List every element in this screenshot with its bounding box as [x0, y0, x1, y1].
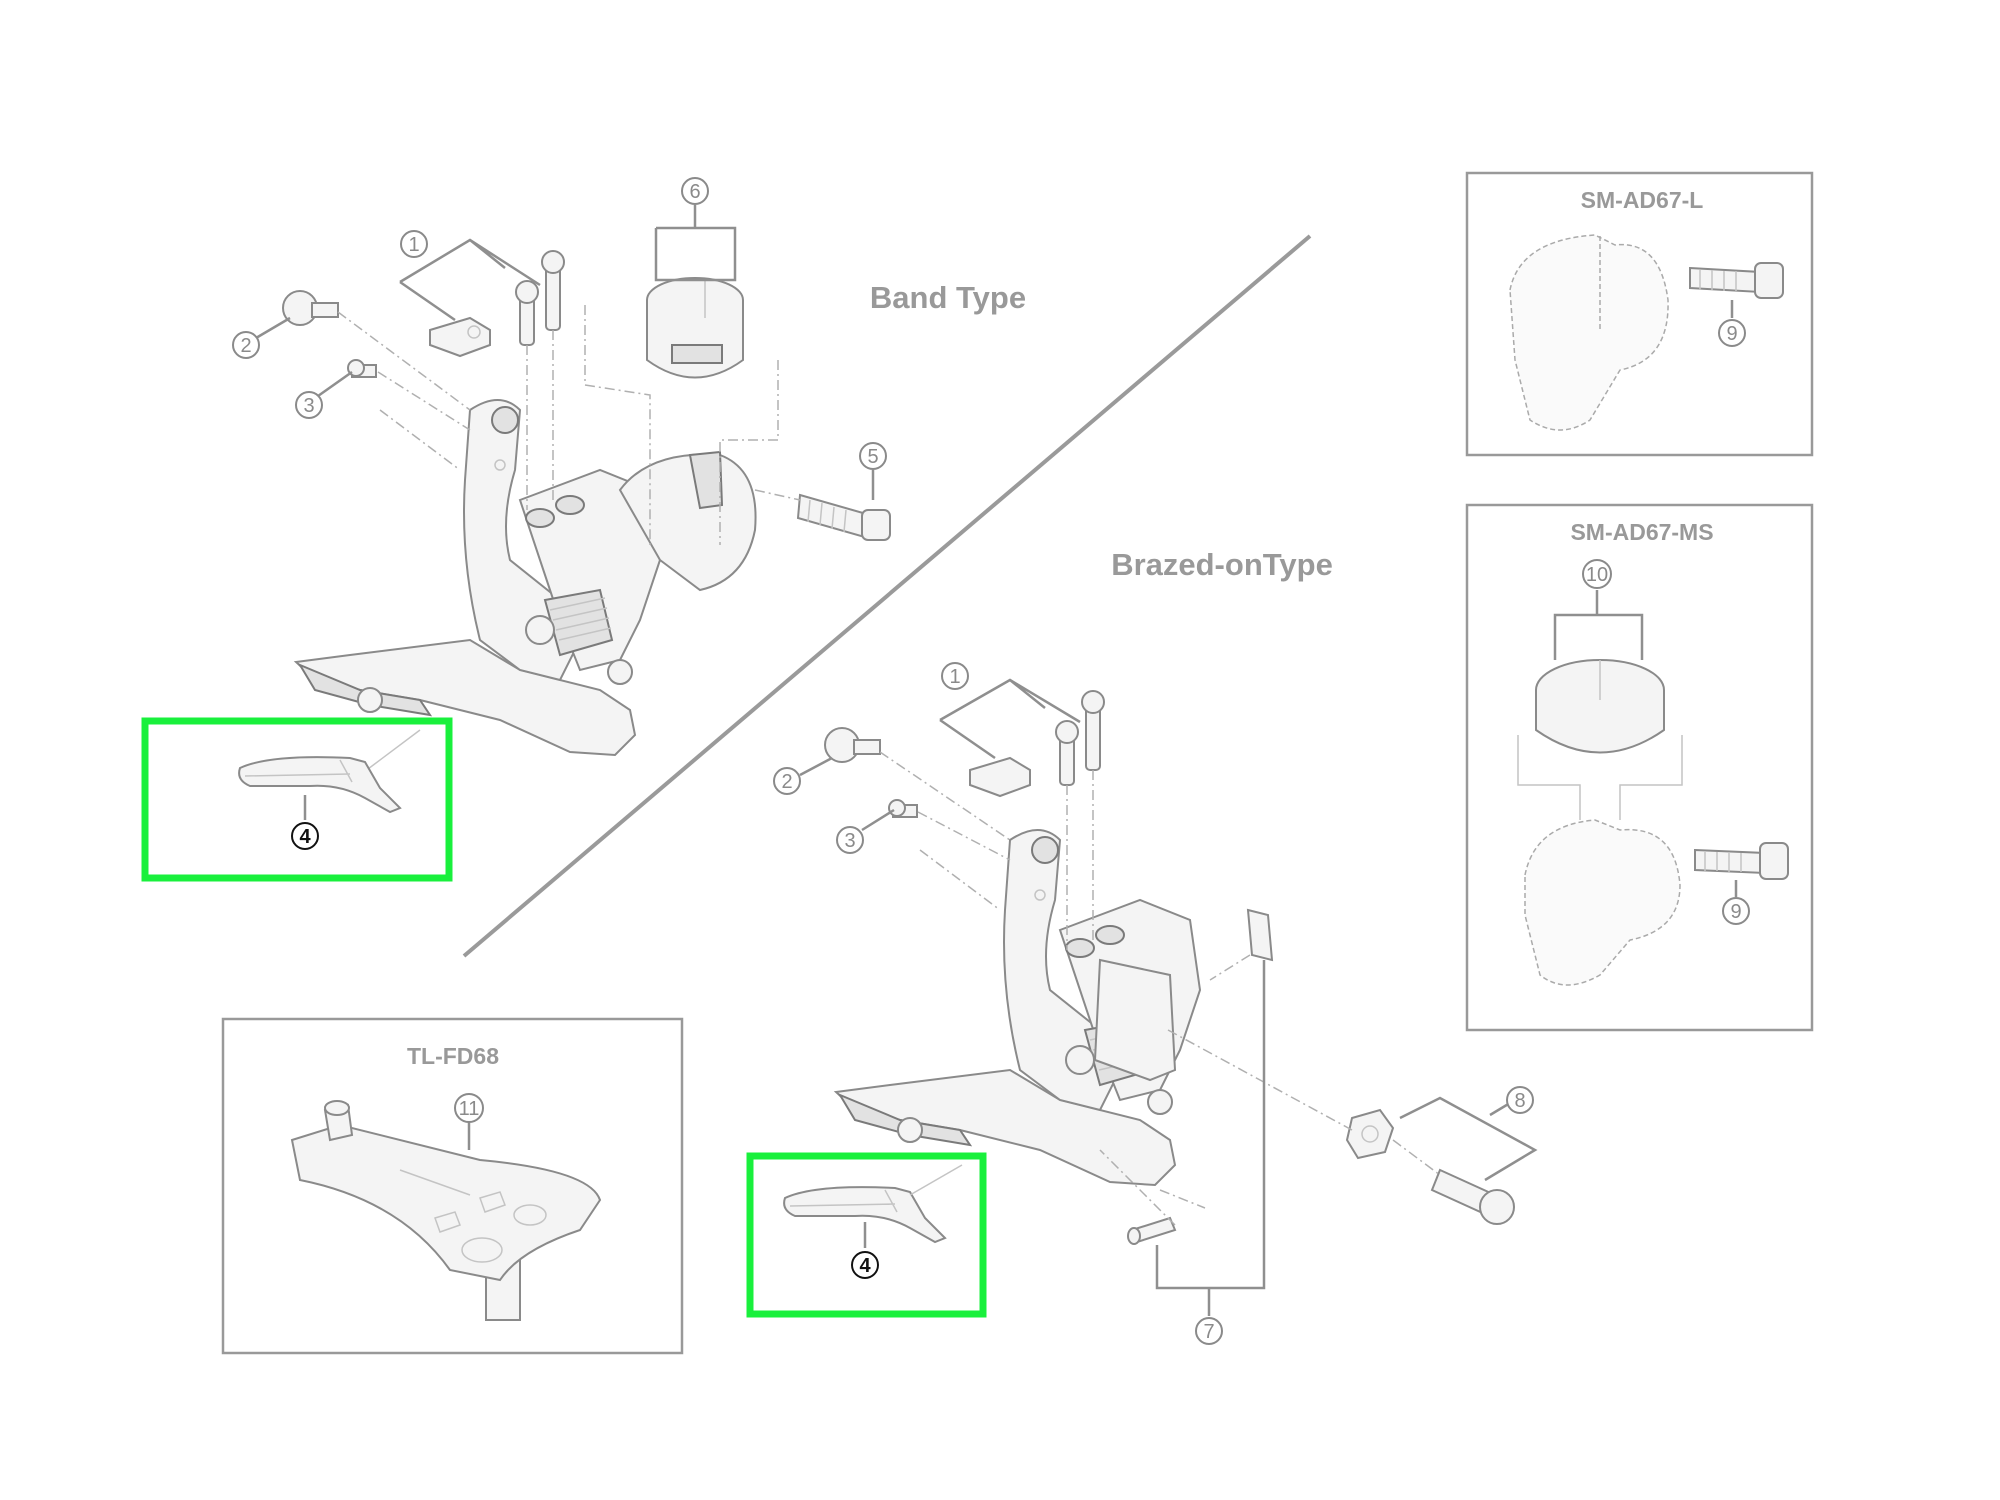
- part-shim: [1246, 908, 1274, 962]
- svg-text:9: 9: [1726, 323, 1737, 345]
- section-divider: [462, 234, 1312, 958]
- inset-sm-ad67-ms: SM-AD67-MS: [1465, 503, 1814, 1032]
- part-bolt-5: [796, 493, 891, 541]
- part-nut-bolt-8: [1345, 1108, 1515, 1225]
- svg-text:3: 3: [303, 395, 314, 417]
- svg-text:11: 11: [459, 1098, 480, 1120]
- svg-text:1: 1: [949, 666, 960, 688]
- part-bolt-2-brazed: [824, 727, 881, 763]
- inset-title-sm-ad67-l: SM-AD67-L: [1581, 187, 1704, 213]
- highlight-box-brazed-part-4: [746, 1152, 987, 1318]
- part-bolt-2: [282, 290, 339, 326]
- svg-text:4: 4: [859, 1255, 871, 1277]
- part-screws-1: [429, 250, 565, 358]
- svg-text:4: 4: [299, 826, 311, 848]
- callout-tl-fd68-11: 11: [454, 1093, 484, 1123]
- callout-band-5: 5: [859, 442, 887, 470]
- part-screw-3: [347, 359, 377, 378]
- svg-text:1: 1: [408, 234, 419, 256]
- brazed-on-type-label: Brazed-onType: [1111, 547, 1333, 582]
- svg-text:2: 2: [240, 335, 251, 357]
- part-screw-3-brazed: [888, 799, 918, 818]
- callout-sm-ad67-l-9: 9: [1718, 319, 1746, 347]
- inset-title-sm-ad67-ms: SM-AD67-MS: [1570, 519, 1713, 545]
- svg-text:9: 9: [1730, 901, 1741, 923]
- callout-band-2: 2: [232, 331, 260, 359]
- callout-sm-ad67-ms-10: 10: [1582, 559, 1612, 589]
- svg-text:7: 7: [1203, 1321, 1214, 1343]
- svg-text:6: 6: [689, 181, 700, 203]
- callout-band-1: 1: [400, 230, 428, 258]
- callout-brazed-8: 8: [1506, 1086, 1534, 1114]
- brazed-on-type-assembly: Brazed-onType: [783, 547, 1538, 1316]
- callout-brazed-1: 1: [941, 662, 969, 690]
- callout-brazed-3: 3: [836, 826, 864, 854]
- callout-brazed-4: 4: [851, 1251, 879, 1279]
- part-screws-1-brazed: [969, 690, 1105, 798]
- part-band-clamp: [646, 277, 744, 379]
- band-type-assembly: Band Type: [238, 205, 1026, 820]
- callout-brazed-2: 2: [773, 767, 801, 795]
- callout-band-3: 3: [295, 391, 323, 419]
- part-set-screw-7: [1127, 1216, 1177, 1245]
- svg-text:8: 8: [1514, 1090, 1525, 1112]
- highlight-box-band-part-4: [141, 717, 453, 882]
- callouts: 1 2 3 4 5 6 1 2 3 4 7 8 9 10 9 11: [232, 177, 1750, 1345]
- inset-title-tl-fd68: TL-FD68: [407, 1043, 499, 1069]
- callout-band-6: 6: [681, 177, 709, 205]
- braze-mount: [1093, 958, 1177, 1082]
- svg-text:10: 10: [1586, 564, 1608, 586]
- callout-brazed-7: 7: [1195, 1317, 1223, 1345]
- inset-sm-ad67-l: SM-AD67-L: [1465, 171, 1814, 457]
- svg-text:2: 2: [781, 771, 792, 793]
- callout-sm-ad67-ms-9: 9: [1722, 897, 1750, 925]
- part-tool-11: [290, 1100, 602, 1321]
- inset-tl-fd68: TL-FD68: [221, 1017, 684, 1355]
- svg-text:3: 3: [844, 830, 855, 852]
- svg-text:5: 5: [867, 446, 878, 468]
- band-type-label: Band Type: [870, 280, 1026, 315]
- callout-band-4: 4: [291, 822, 319, 850]
